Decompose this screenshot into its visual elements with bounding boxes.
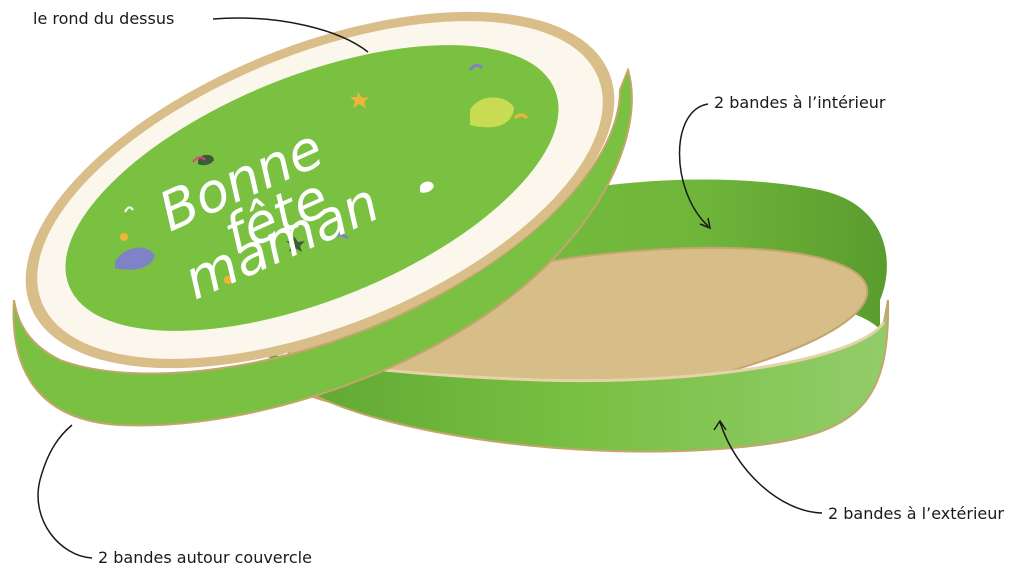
leader-line: [719, 421, 823, 514]
star-decor-icon: [286, 236, 305, 252]
leader-line: [37, 424, 93, 559]
label-outer-bands: 2 bandes à l’extérieur: [828, 504, 1004, 523]
heart-decor-icon: [420, 181, 434, 193]
swirl-decor-icon: [192, 156, 206, 163]
swirl-decor-icon: [468, 63, 484, 71]
arrowhead-icon: [699, 217, 712, 230]
callout-inner-bands: 2 bandes à l’intérieur: [678, 93, 886, 230]
leader-line: [678, 103, 709, 227]
callout-top-disc: le rond du dessus: [33, 9, 369, 53]
callout-outer-bands: 2 bandes à l’extérieur: [713, 419, 1004, 523]
lid-band: [12, 66, 633, 427]
callout-lid-bands: 2 bandes autour couvercle: [37, 424, 312, 567]
dot-decor-icon: [120, 233, 128, 241]
label-inner-bands: 2 bandes à l’intérieur: [714, 93, 886, 112]
label-lid-bands: 2 bandes autour couvercle: [98, 548, 312, 567]
dot-decor-icon: [224, 276, 232, 284]
heart-decor-icon: [470, 97, 514, 128]
swirl-decor-icon: [124, 206, 134, 213]
label-top-disc: le rond du dessus: [33, 9, 174, 28]
heart-decor-icon: [115, 247, 155, 270]
swirl-decor-icon: [513, 113, 529, 120]
leader-line: [212, 17, 369, 53]
star-decor-icon: [350, 92, 369, 108]
lid: Bonne fête maman: [12, 11, 633, 427]
lid-top-disc: [65, 45, 559, 331]
swirl-decor-icon: [329, 233, 349, 240]
arrowhead-icon: [713, 419, 727, 431]
